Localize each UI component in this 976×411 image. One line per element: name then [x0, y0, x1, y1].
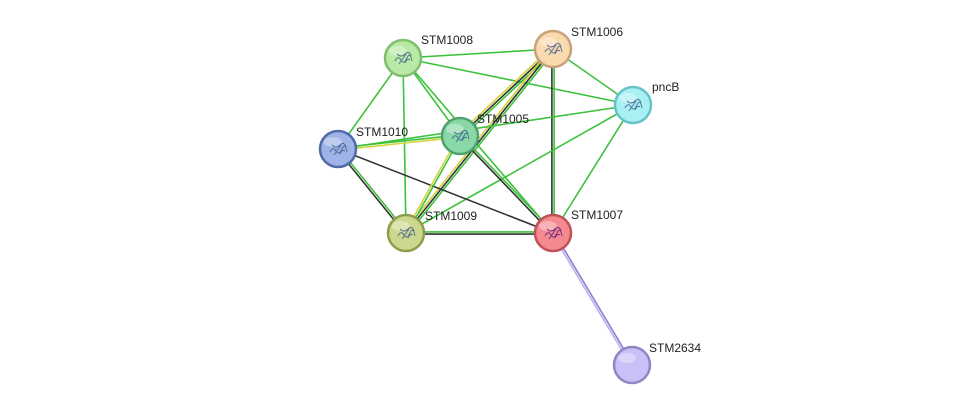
node-stm1005[interactable]: STM1005	[440, 112, 529, 156]
edge-stm1005-stm1007-green[interactable]	[460, 134, 555, 233]
edge-stm1006-stm1009-green[interactable]	[407, 49, 556, 235]
node-stm1006[interactable]: STM1006	[533, 25, 623, 69]
protein-structure-icon	[544, 42, 563, 56]
node-highlight	[539, 37, 557, 47]
edge-stm1010-stm1007-black[interactable]	[337, 148, 554, 234]
node-label-stm1010: STM1010	[356, 125, 408, 139]
node-highlight	[618, 353, 636, 363]
node-stm1010[interactable]: STM1010	[318, 125, 408, 169]
edge-stm1008-stm1006-green[interactable]	[402, 48, 554, 59]
node-pncb[interactable]: pncB	[613, 80, 679, 125]
node-stm1009[interactable]: STM1009	[386, 209, 477, 253]
node-label-stm1005: STM1005	[477, 112, 529, 126]
node-label-pncb: pncB	[652, 80, 679, 94]
edges-layer	[336, 46, 634, 366]
edge-stm1007-stm2634-purple[interactable]	[553, 232, 634, 365]
protein-structure-icon	[397, 226, 416, 240]
node-highlight	[389, 46, 407, 56]
edge-stm1006-stm1005-green[interactable]	[460, 50, 556, 139]
edge-stm1006-stm1005-black[interactable]	[459, 48, 554, 137]
protein-structure-icon	[394, 51, 413, 65]
node-circle[interactable]	[612, 345, 652, 385]
node-stm1008[interactable]: STM1008	[383, 33, 473, 78]
node-label-stm1009: STM1009	[425, 209, 477, 223]
edge-stm1010-stm1005-green[interactable]	[337, 134, 460, 149]
node-label-stm2634: STM2634	[649, 341, 701, 355]
node-highlight	[392, 221, 410, 231]
edge-stm1007-stm2634-lavender[interactable]	[551, 233, 632, 366]
node-highlight	[539, 221, 557, 231]
node-label-stm1007: STM1007	[571, 208, 623, 222]
edge-pncb-stm1007-green[interactable]	[552, 104, 634, 234]
node-stm2634[interactable]: STM2634	[612, 341, 701, 385]
edge-stm1005-stm1007-black[interactable]	[458, 136, 553, 235]
node-label-stm1008: STM1008	[421, 33, 473, 47]
protein-structure-icon	[329, 142, 348, 156]
node-stm1007[interactable]: STM1007	[533, 208, 623, 253]
edge-pncb-stm1010-green[interactable]	[337, 104, 634, 150]
protein-structure-icon	[544, 226, 563, 240]
protein-structure-icon	[624, 98, 643, 112]
protein-structure-icon	[451, 129, 470, 143]
edge-stm1010-stm1005-yellow[interactable]	[338, 136, 461, 151]
edge-pncb-stm1009-green[interactable]	[405, 104, 634, 234]
edge-stm1006-stm1005-yellow[interactable]	[457, 46, 553, 135]
node-highlight	[619, 93, 637, 103]
edge-stm1006-stm1009-black[interactable]	[405, 48, 554, 234]
node-highlight	[324, 137, 342, 147]
node-highlight	[446, 124, 464, 134]
node-label-stm1006: STM1006	[571, 25, 623, 39]
edge-stm1008-stm1009-green[interactable]	[402, 57, 407, 234]
